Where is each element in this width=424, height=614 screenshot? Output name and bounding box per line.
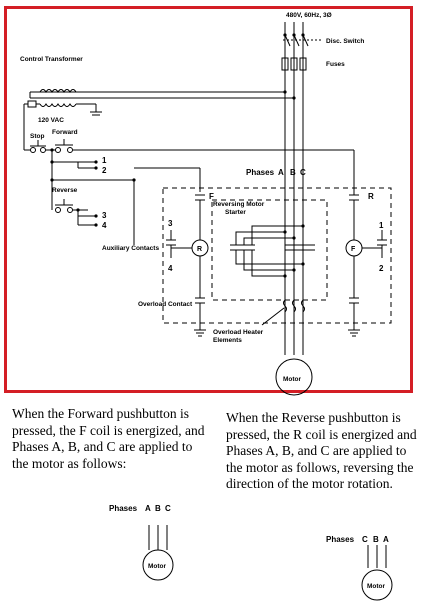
rev-phases-label: Phases [326, 535, 355, 544]
aux-4-label: 4 [168, 264, 173, 273]
overload-heater-label-2: Elements [213, 337, 242, 344]
phase-c-label: C [300, 168, 306, 177]
reverse-caption: When the Reverse pushbutton is pressed, … [226, 410, 417, 491]
starter-label: Reversing Motor [213, 201, 265, 208]
reverse-label: Reverse [52, 187, 78, 194]
fwd-motor-label: Motor [148, 563, 167, 570]
phases-label: Phases [246, 168, 275, 177]
aux-contacts-label: Auxiliary Contacts [102, 245, 159, 252]
wire-4-label: 4 [102, 221, 107, 230]
aux-1-label: 1 [379, 221, 384, 230]
wire-1-label: 1 [102, 156, 107, 165]
phase-b-label: B [290, 168, 296, 177]
aux-3-label: 3 [168, 219, 173, 228]
overload-contact-label: Overload Contact [138, 301, 193, 308]
r-contact-label: R [368, 192, 374, 201]
wire-3-label: 3 [102, 211, 107, 220]
fwd-p3-label: C [165, 504, 171, 513]
forward-label: Forward [52, 129, 78, 136]
starter-label-2: Starter [225, 209, 246, 216]
f-contact-label: F [209, 192, 214, 201]
forward-caption: When the Forward pushbutton is pressed, … [12, 406, 205, 471]
fwd-p1-label: A [145, 504, 151, 513]
rev-motor-label: Motor [367, 583, 386, 590]
f-coil-label: F [351, 246, 356, 253]
fuses-label: Fuses [326, 61, 345, 68]
supply-label: 480V, 60Hz, 3Ø [286, 12, 332, 19]
phase-a-label: A [278, 168, 284, 177]
schematic-frame [4, 6, 413, 393]
rev-p2-label: B [373, 535, 379, 544]
rev-p3-label: A [383, 535, 389, 544]
disc-switch-label: Disc. Switch [326, 38, 364, 45]
rev-p1-label: C [362, 535, 368, 544]
stop-label: Stop [30, 133, 44, 140]
control-transformer-label: Control Transformer [20, 56, 83, 63]
r-coil-label: R [197, 246, 202, 253]
aux-2-label: 2 [379, 264, 384, 273]
fwd-phases-label: Phases [109, 504, 138, 513]
motor-label: Motor [283, 376, 302, 383]
wire-2-label: 2 [102, 166, 107, 175]
overload-heater-label: Overload Heater [213, 329, 264, 336]
vac-label: 120 VAC [38, 117, 64, 124]
fwd-p2-label: B [155, 504, 161, 513]
